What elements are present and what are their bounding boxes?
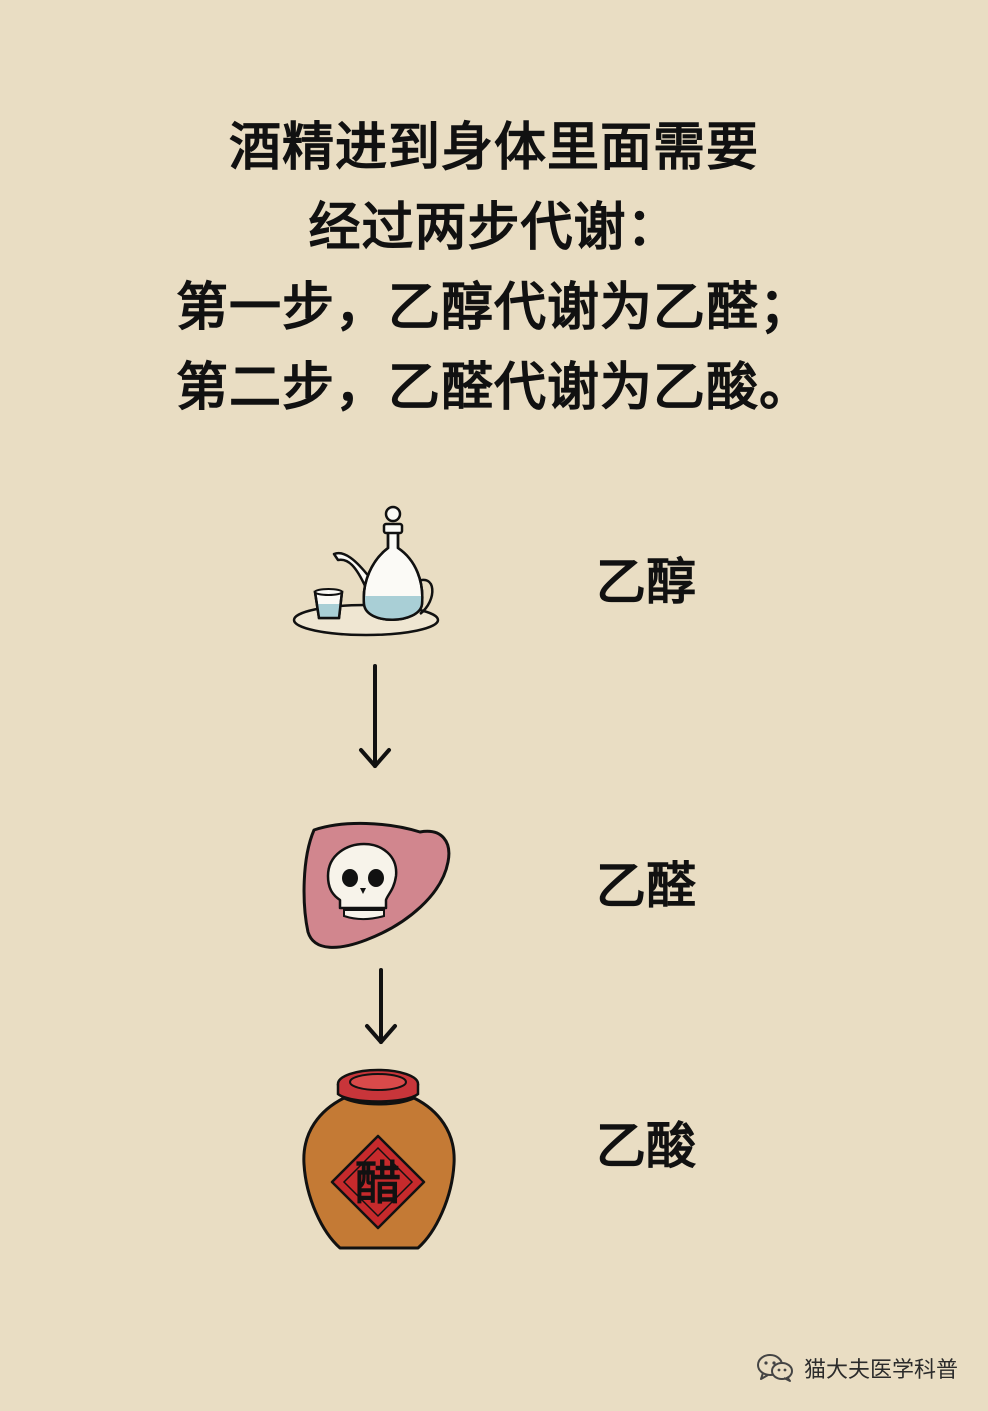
arrow-down-icon — [365, 968, 397, 1044]
stage-label-ethanol: 乙醇 — [596, 552, 696, 611]
intro-text: 酒精进到身体里面需要 经过两步代谢： 第一步，乙醇代谢为乙醛； 第二步，乙醛代谢… — [0, 108, 988, 428]
intro-line-4: 第二步，乙醛代谢为乙酸。 — [175, 357, 812, 418]
jar-label-text: 醋 — [355, 1156, 401, 1210]
intro-line-3: 第一步，乙醇代谢为乙醛； — [175, 277, 812, 338]
arrow-down-icon — [359, 664, 391, 768]
liver-skull-icon — [302, 821, 451, 949]
wechat-icon — [756, 1354, 793, 1382]
stage-label-acetaldehyde: 乙醛 — [596, 856, 696, 915]
footer-account-name: 猫大夫医学科普 — [803, 1358, 958, 1383]
intro-line-2: 经过两步代谢： — [308, 197, 680, 258]
skull-icon — [326, 842, 398, 920]
footer-account: 猫大夫医学科普 — [756, 1352, 958, 1384]
stage-label-acetic-acid: 乙酸 — [596, 1116, 696, 1175]
intro-line-1: 酒精进到身体里面需要 — [228, 117, 759, 178]
wine-pot-icon — [292, 505, 440, 637]
vinegar-jar-icon: 醋 — [302, 1068, 456, 1250]
